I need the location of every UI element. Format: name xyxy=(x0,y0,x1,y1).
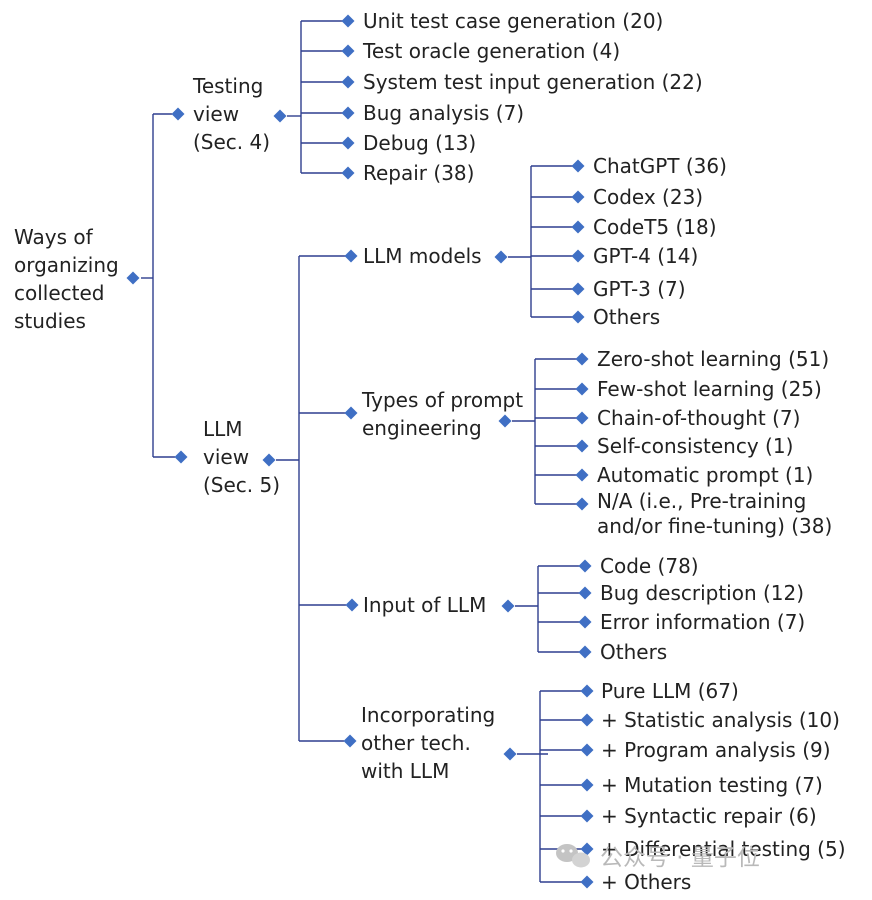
incorp-item-label: + Statistic analysis (10) xyxy=(601,708,840,732)
prompt-label-line: engineering xyxy=(362,416,482,440)
prompt-item-diamond xyxy=(575,352,589,366)
testing-item-diamond xyxy=(341,75,355,89)
watermark-text: 公众号 · 量子位 xyxy=(600,845,760,871)
prompt-item-label: N/A (i.e., Pre-training xyxy=(597,489,806,513)
incorp-label-line: with LLM xyxy=(361,759,449,783)
root-diamond xyxy=(126,271,140,285)
llm-view-out-diamond xyxy=(262,453,276,467)
llm-models-item-label: Codex (23) xyxy=(593,185,703,209)
incorp-item-label: + Program analysis (9) xyxy=(601,738,831,762)
llm-models-diamond xyxy=(344,249,358,263)
testing-item-label: Test oracle generation (4) xyxy=(362,39,620,63)
input-item-diamond xyxy=(578,645,592,659)
llm-models-item-diamond xyxy=(571,159,585,173)
testing-view-label-line: (Sec. 4) xyxy=(193,130,270,154)
incorp-diamond xyxy=(343,734,357,748)
testing-item-label: Bug analysis (7) xyxy=(363,101,524,125)
llm-view-label-line: LLM xyxy=(203,417,243,441)
root-label-line: studies xyxy=(14,309,86,333)
input-item-diamond xyxy=(578,559,592,573)
prompt-item-diamond xyxy=(575,468,589,482)
llm-models-item-diamond xyxy=(571,282,585,296)
testing-item-diamond xyxy=(341,14,355,28)
testing-item-diamond xyxy=(341,106,355,120)
incorp-item-diamond xyxy=(580,684,594,698)
incorp-out-diamond xyxy=(503,747,517,761)
prompt-item-diamond xyxy=(575,382,589,396)
llm-models-item-diamond xyxy=(571,220,585,234)
testing-view-out-diamond xyxy=(273,109,287,123)
input-label: Input of LLM xyxy=(363,593,486,617)
diagram-nodes xyxy=(126,14,594,889)
input-diamond xyxy=(345,598,359,612)
llm-models-item-diamond xyxy=(571,310,585,324)
incorp-item-diamond xyxy=(580,809,594,823)
incorp-label-line: Incorporating xyxy=(361,703,495,727)
input-item-diamond xyxy=(578,615,592,629)
incorp-item-label: + Differential testing (5) xyxy=(601,837,846,861)
testing-item-diamond xyxy=(341,136,355,150)
incorp-label-line: other tech. xyxy=(361,731,471,755)
root-label-line: organizing xyxy=(14,253,119,277)
incorp-item-label: + Syntactic repair (6) xyxy=(601,804,817,828)
diagram-labels: Ways of organizing collected studies Testing… xyxy=(14,9,846,894)
llm-models-item-diamond xyxy=(571,249,585,263)
prompt-item-label: Zero-shot learning (51) xyxy=(597,347,829,371)
prompt-label-line: Types of prompt xyxy=(361,388,523,412)
incorp-item-label: + Mutation testing (7) xyxy=(601,773,823,797)
incorp-item-label: + Others xyxy=(601,870,691,894)
input-out-diamond xyxy=(501,599,515,613)
llm-models-out-diamond xyxy=(494,250,508,264)
llm-models-item-label: CodeT5 (18) xyxy=(593,215,717,239)
prompt-item-label: Self-consistency (1) xyxy=(597,434,793,458)
testing-view-label-line: view xyxy=(193,102,239,126)
prompt-item-label: Automatic prompt (1) xyxy=(597,463,813,487)
prompt-item-diamond xyxy=(575,439,589,453)
incorp-item-diamond xyxy=(580,713,594,727)
wechat-icon xyxy=(556,844,590,868)
connector-lines xyxy=(141,20,582,883)
testing-item-label: Debug (13) xyxy=(363,131,476,155)
incorp-item-label: Pure LLM (67) xyxy=(601,679,739,703)
testing-view-diamond xyxy=(171,107,185,121)
prompt-out-diamond xyxy=(498,414,512,428)
prompt-item-diamond xyxy=(575,497,589,511)
testing-item-label: Unit test case generation (20) xyxy=(363,9,663,33)
llm-models-item-label: Others xyxy=(593,305,660,329)
testing-item-diamond xyxy=(341,44,355,58)
watermark: 公众号 · 量子位 xyxy=(556,844,760,871)
llm-view-diamond xyxy=(174,450,188,464)
testing-view-label-line: Testing xyxy=(192,74,263,98)
testing-item-diamond xyxy=(341,166,355,180)
testing-item-label: System test input generation (22) xyxy=(363,70,703,94)
incorp-item-diamond xyxy=(580,778,594,792)
prompt-item-label: Few-shot learning (25) xyxy=(597,377,822,401)
llm-models-item-label: ChatGPT (36) xyxy=(593,154,727,178)
prompt-diamond xyxy=(344,406,358,420)
prompt-item-diamond xyxy=(575,411,589,425)
input-item-label: Error information (7) xyxy=(600,610,805,634)
input-item-label: Others xyxy=(600,640,667,664)
incorp-item-diamond xyxy=(580,842,594,856)
llm-models-label: LLM models xyxy=(363,244,482,268)
root-label-line: Ways of xyxy=(14,225,94,249)
input-item-label: Code (78) xyxy=(600,554,699,578)
input-item-label: Bug description (12) xyxy=(600,581,804,605)
llm-models-item-label: GPT-4 (14) xyxy=(593,244,698,268)
llm-models-item-diamond xyxy=(571,190,585,204)
incorp-item-diamond xyxy=(580,875,594,889)
prompt-item-label: and/or fine-tuning) (38) xyxy=(597,514,832,538)
input-item-diamond xyxy=(578,586,592,600)
llm-view-label-line: (Sec. 5) xyxy=(203,473,280,497)
testing-item-label: Repair (38) xyxy=(363,161,474,185)
root-label-line: collected xyxy=(14,281,105,305)
prompt-item-label: Chain-of-thought (7) xyxy=(597,406,800,430)
llm-models-item-label: GPT-3 (7) xyxy=(593,277,686,301)
incorp-item-diamond xyxy=(580,743,594,757)
llm-view-label-line: view xyxy=(203,445,249,469)
